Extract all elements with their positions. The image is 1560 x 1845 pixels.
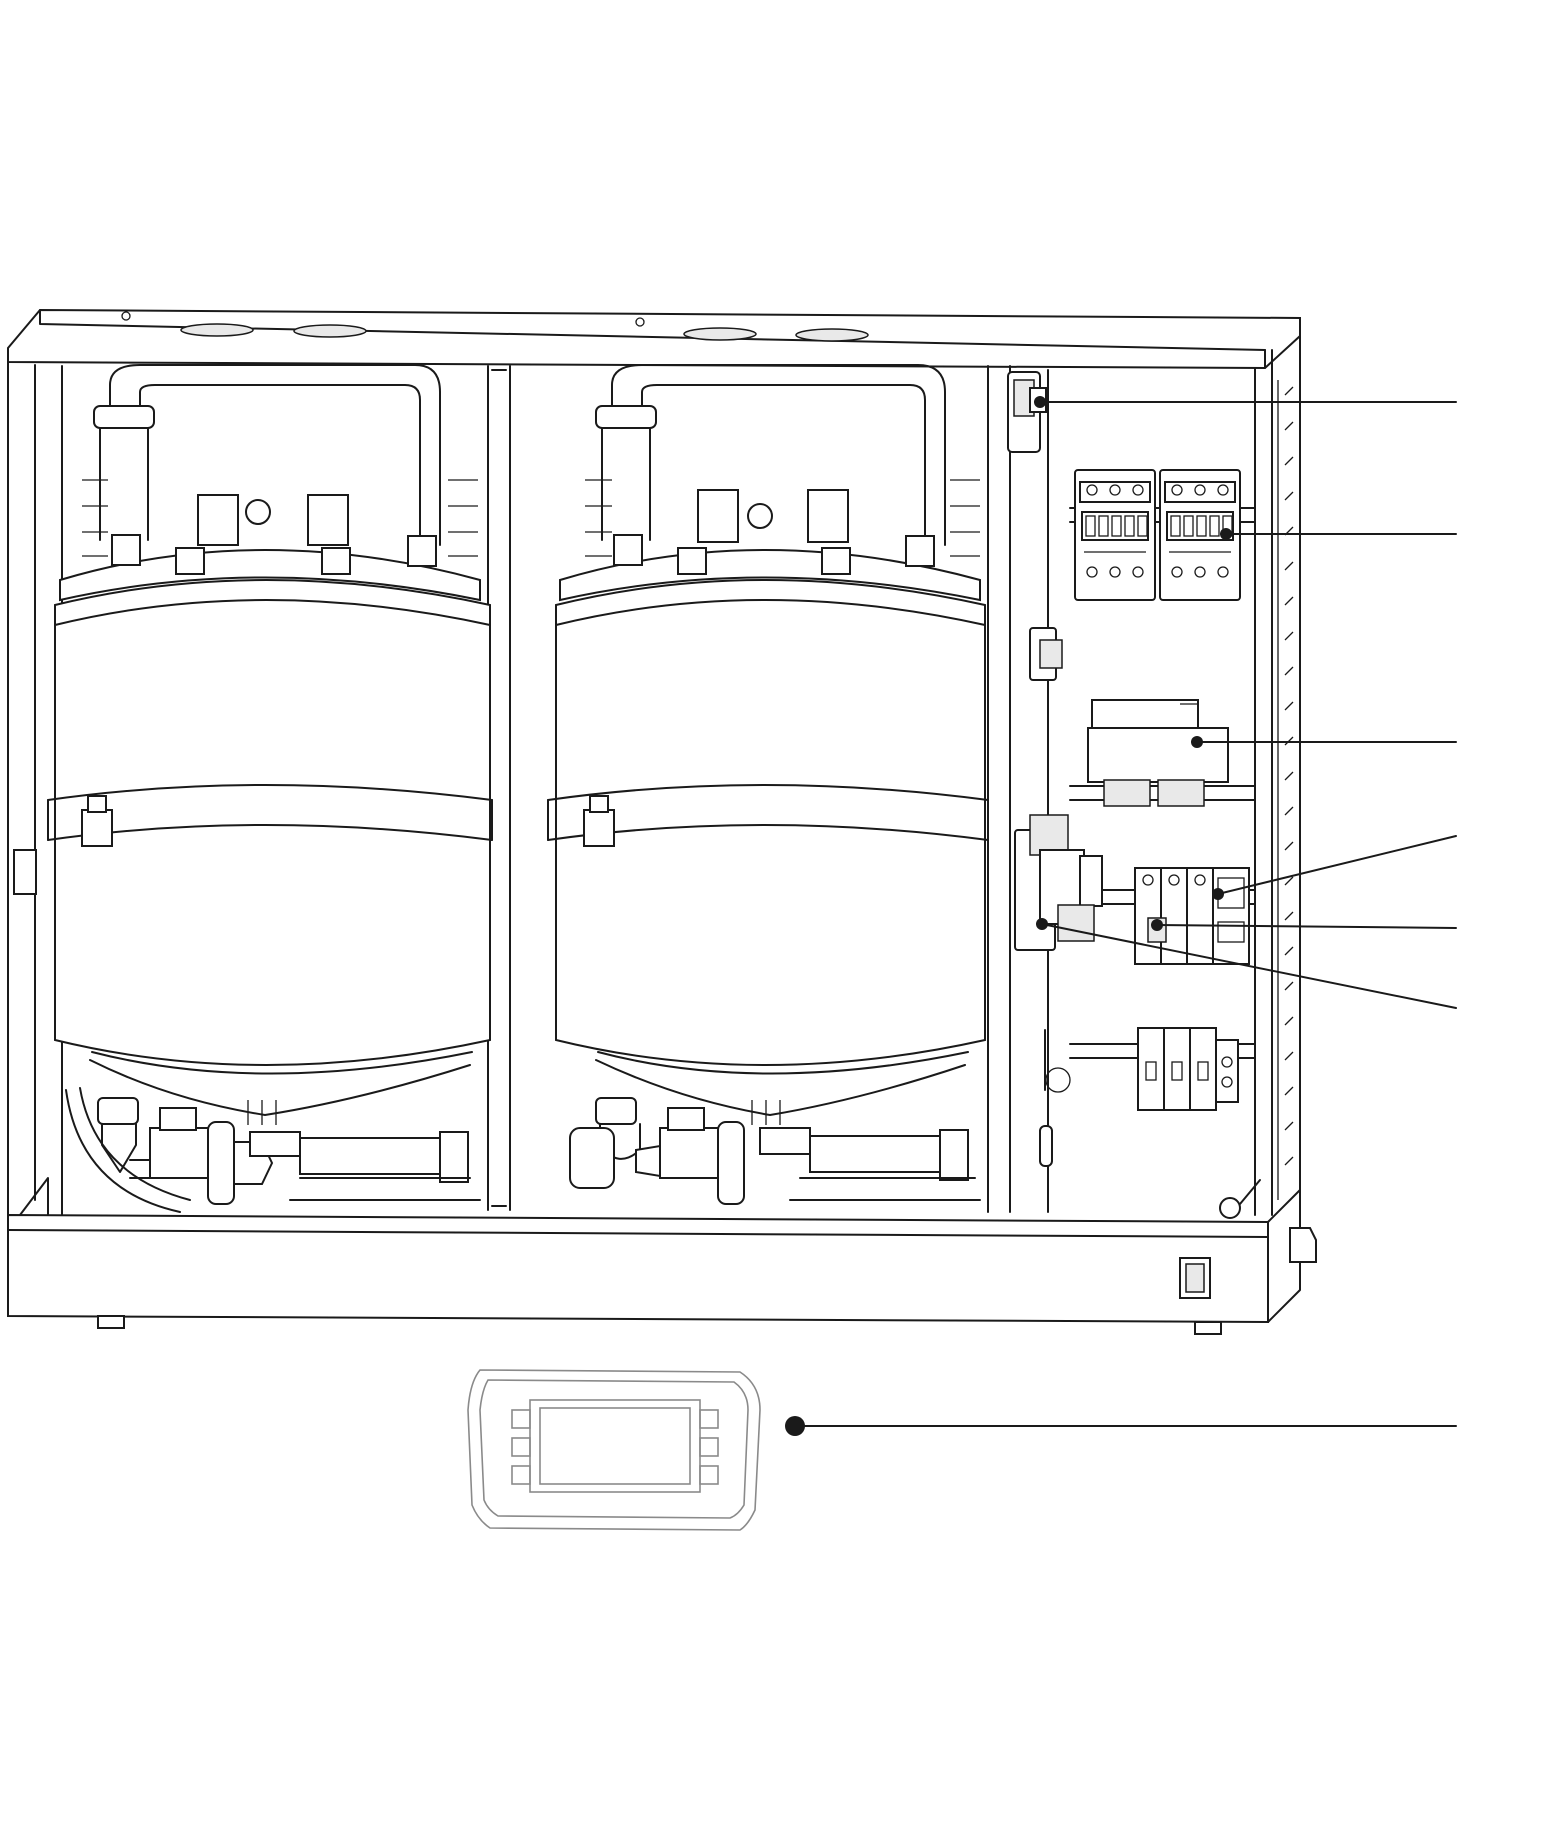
callouts — [785, 396, 1457, 1436]
terminal-blocks — [1137, 1027, 1239, 1111]
callout-2 — [1220, 528, 1457, 540]
transformer — [1087, 699, 1229, 807]
control-bay — [1007, 371, 1294, 1167]
callout-3 — [1191, 736, 1457, 748]
contactors — [1074, 469, 1241, 601]
steam-cylinder-left — [47, 364, 493, 1213]
callout-5 — [1151, 919, 1457, 931]
callout-4 — [1212, 835, 1457, 900]
control-board — [1014, 814, 1103, 951]
callout-7 — [785, 1416, 1457, 1436]
callout-1 — [1034, 396, 1457, 408]
fuse-holders — [1134, 867, 1250, 965]
callout-6 — [1036, 918, 1457, 1009]
steam-cylinder-right — [547, 364, 989, 1205]
display-terminal — [467, 1369, 761, 1531]
upper-relay-module — [1007, 371, 1047, 453]
cabinet-frame — [7, 308, 1317, 1335]
